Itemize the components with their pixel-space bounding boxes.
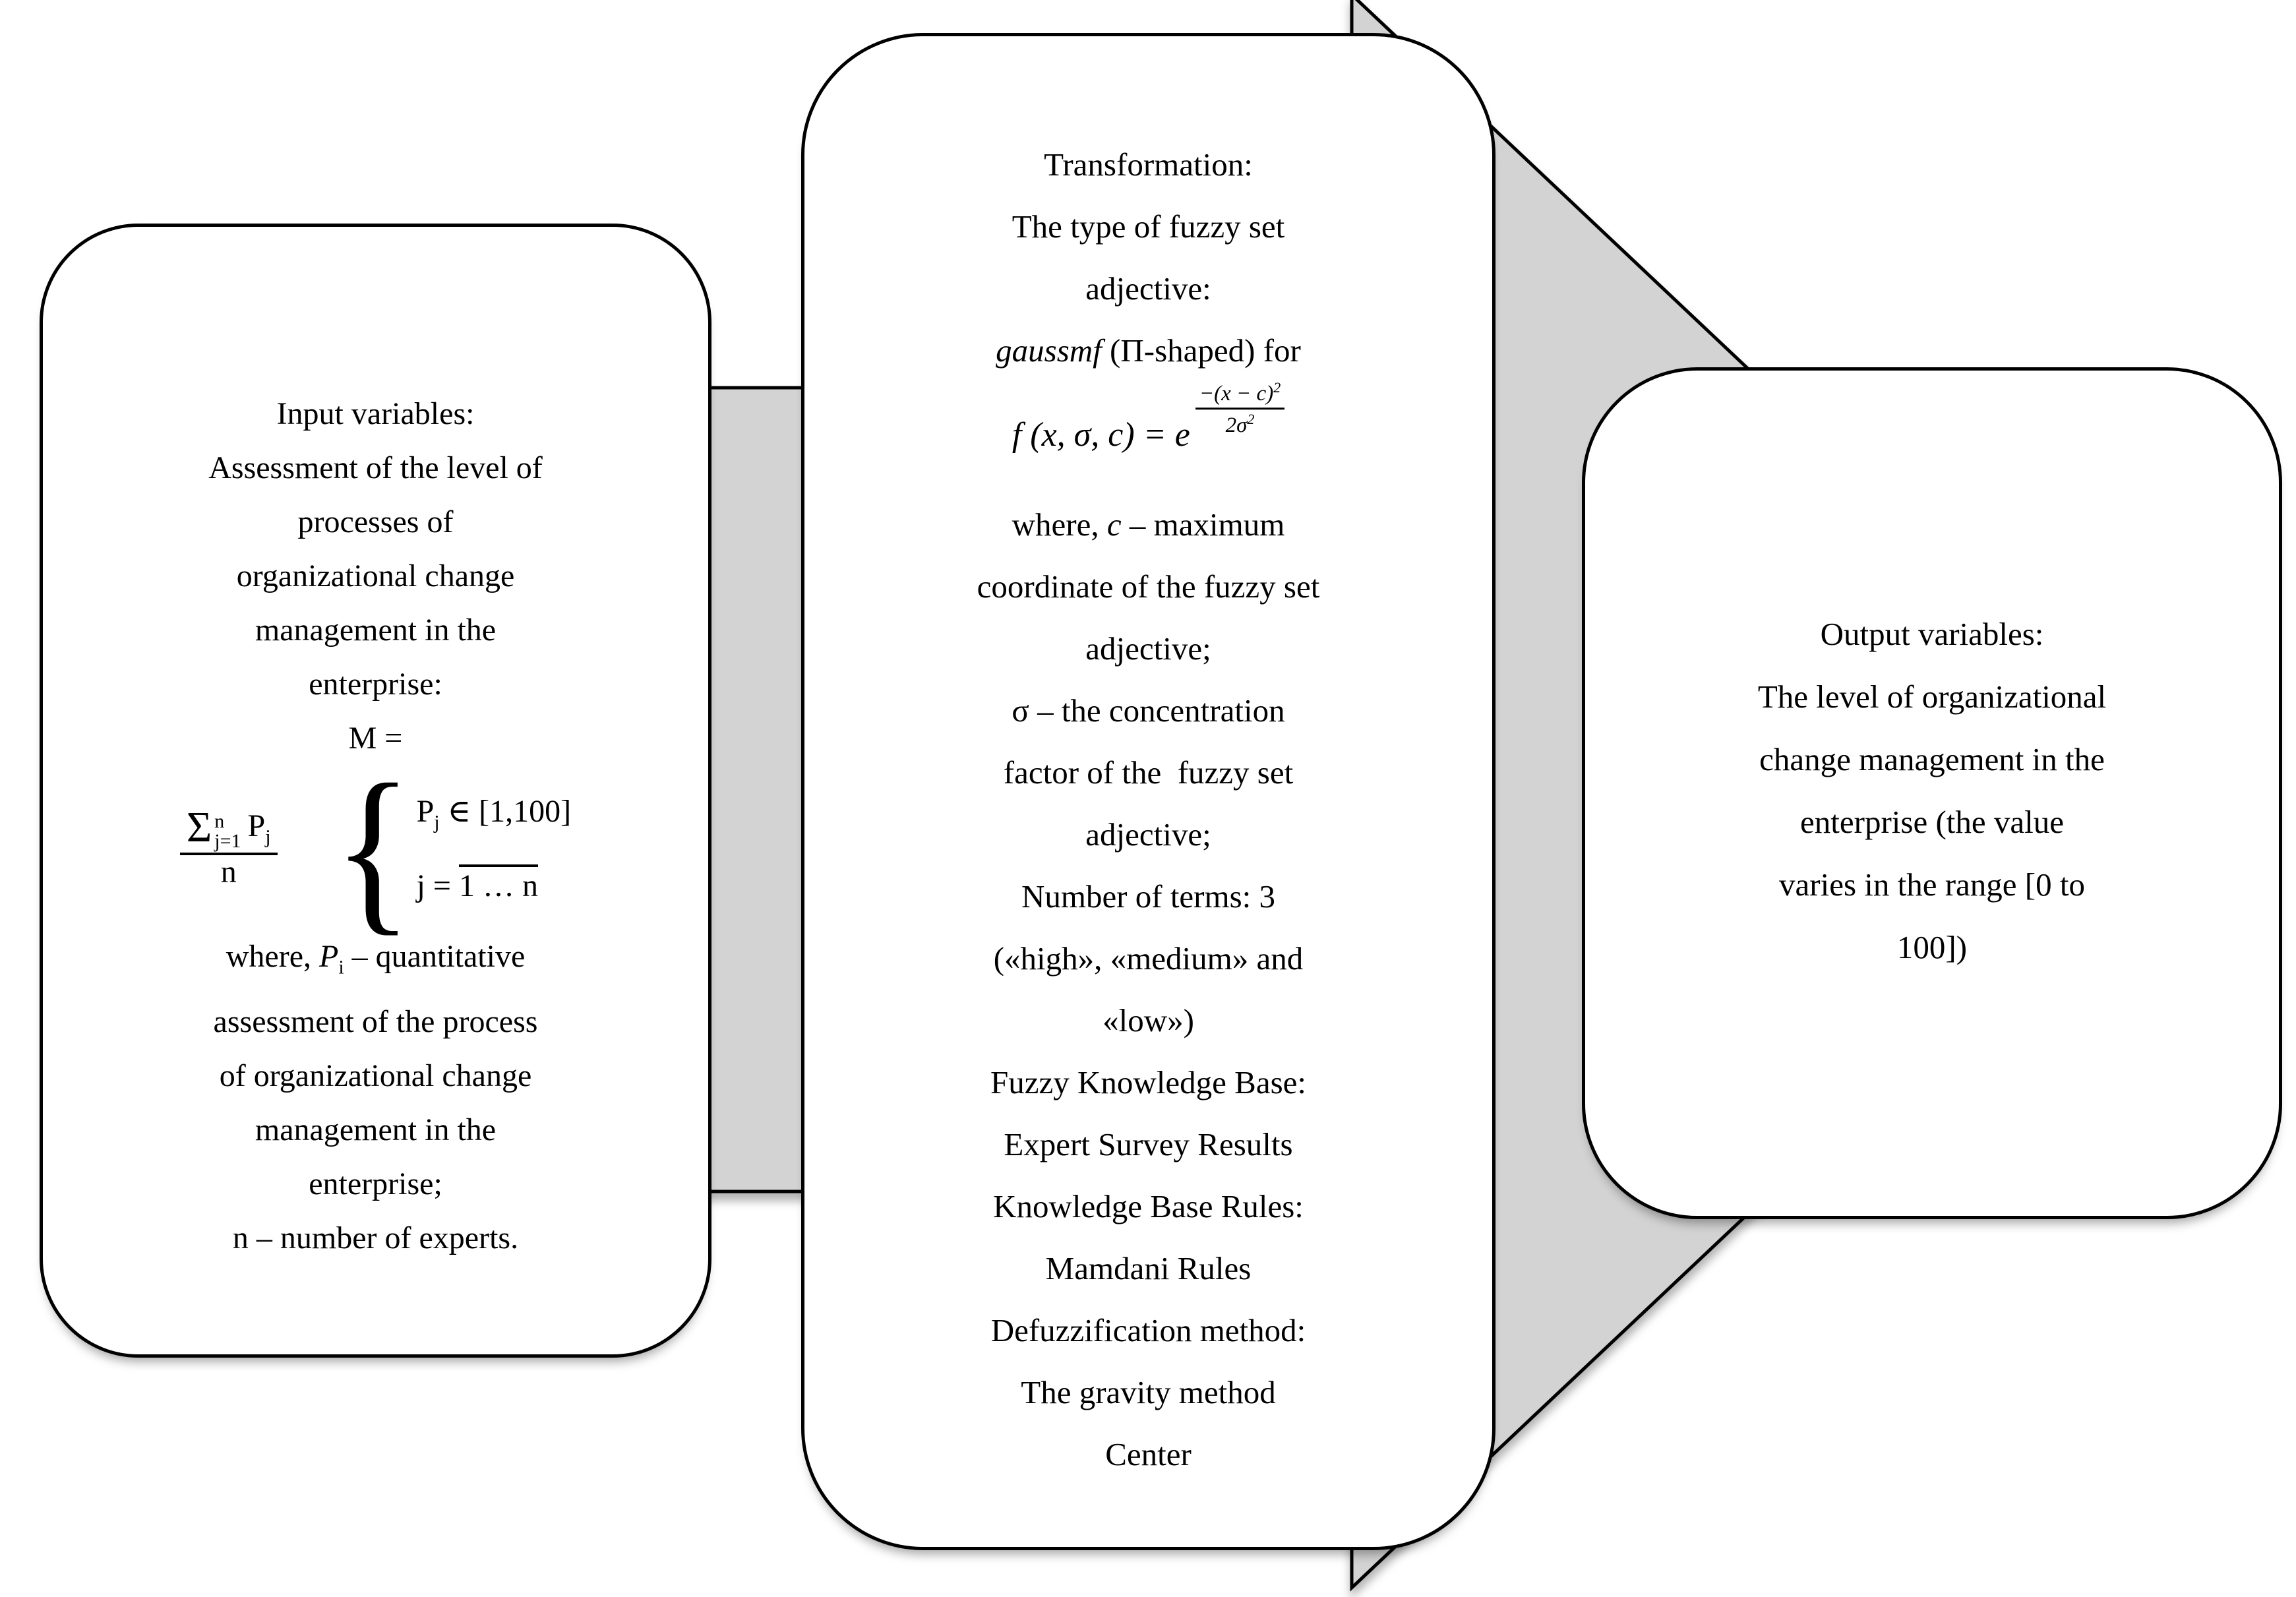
text-line: Mamdani Rules (1045, 1250, 1252, 1286)
text-line: management in the (255, 613, 497, 648)
text-line: 100]) (1896, 929, 1968, 965)
text-line: factor of the fuzzy set (1003, 754, 1294, 791)
text-line: The type of fuzzy set (1012, 208, 1285, 245)
gaussian-lhs: f (x, σ, c) = e (1012, 416, 1190, 454)
text-line: enterprise; (309, 1166, 442, 1201)
gaussmf-line: gaussmf (Π-shaped) for (996, 332, 1301, 369)
text-line: («high», «medium» and (993, 940, 1304, 977)
text-line: Fuzzy Knowledge Base: (990, 1064, 1306, 1100)
gaussian-formula: f (x, σ, c) = e −(x − c)2 2σ2 (804, 380, 1492, 485)
p-variable: P (319, 939, 339, 974)
text-line: enterprise: (309, 667, 442, 702)
text-line: management in the (255, 1112, 497, 1147)
input-lines-bottom: assessment of the process of organization… (43, 995, 708, 1265)
c-variable: c (1106, 506, 1122, 543)
output-lines: Output variables: The level of organizati… (1585, 603, 2279, 979)
fraction-denominator: n (220, 855, 237, 890)
text-line: adjective: (1085, 270, 1211, 307)
sigma-symbol: Σ (186, 803, 212, 852)
text-line: The gravity method (1021, 1374, 1276, 1410)
text-line: Number of terms: 3 (1021, 878, 1276, 915)
constraint-system: { Pj ∈ [1,100] j = 1 … n (334, 757, 572, 942)
constraint-variable-subscript: j (434, 811, 440, 833)
text-line: n – number of experts. (232, 1220, 519, 1255)
transformation-box: Transformation: The type of fuzzy set adje… (801, 33, 1495, 1550)
input-variables-text: Input variables: Assessment of the level … (43, 387, 708, 1265)
input-lines-top: Input variables: Assessment of the level … (43, 387, 708, 766)
output-variables-text: Output variables: The level of organizati… (1585, 603, 2279, 979)
text-line: change management in the (1759, 741, 2105, 777)
text-line: M = (348, 721, 403, 756)
p-variable-subscript: i (338, 956, 344, 979)
exponent-denominator: 2σ2 (1225, 410, 1255, 437)
constraint-index: j = 1 … n (417, 855, 538, 918)
text-line: adjective; (1085, 630, 1211, 667)
index-range-overline: 1 … n (459, 864, 538, 903)
text-line: enterprise (the value (1800, 804, 2064, 840)
text-line: Output variables: (1820, 616, 2044, 652)
curly-brace: { (333, 746, 413, 951)
constraints: Pj ∈ [1,100] j = 1 … n (416, 780, 572, 918)
text-line: «low») (1103, 1002, 1194, 1039)
text-line: Assessment of the level of (208, 450, 543, 485)
gaussian-exponent: −(x − c)2 2σ2 (1195, 378, 1285, 437)
text-line: Knowledge Base Rules: (993, 1188, 1304, 1224)
text-line: Input variables: (276, 396, 475, 431)
text-line: organizational change (236, 558, 515, 593)
numerator-variable-subscript: j (265, 826, 271, 848)
text-line: coordinate of the fuzzy set (977, 568, 1320, 605)
text-line: varies in the range [0 to (1779, 866, 2085, 903)
text-line: adjective; (1085, 816, 1211, 853)
numerator-variable: Pj (247, 808, 271, 848)
text-line: processes of (297, 504, 454, 539)
exponent-denominator-power: 2 (1247, 410, 1255, 427)
where-c-line: where, c – maximum (1012, 506, 1285, 543)
text-line: of organizational change (219, 1058, 532, 1093)
gaussmf-term: gaussmf (996, 332, 1102, 369)
output-variables-box: Output variables: The level of organizati… (1582, 367, 2282, 1219)
text-line: assessment of the process (213, 1004, 538, 1039)
exponent-numerator: −(x − c)2 (1195, 378, 1285, 409)
where-line: where, Pi – quantitative (226, 939, 526, 979)
input-variables-box: Input variables: Assessment of the level … (40, 224, 711, 1358)
transformation-text: Transformation: The type of fuzzy set adje… (804, 134, 1492, 1486)
text-line: Center (1105, 1436, 1192, 1472)
transformation-lines-top: Transformation: The type of fuzzy set adje… (804, 134, 1492, 320)
text-line: σ – the concentration (1012, 692, 1285, 729)
transformation-lines-bottom: coordinate of the fuzzy set adjective; σ –… (804, 556, 1492, 1486)
text-line: Defuzzification method: (990, 1312, 1306, 1348)
exponent-numerator-power: 2 (1273, 378, 1281, 396)
text-line: Expert Survey Results (1004, 1126, 1293, 1162)
sigma-upper-limit: n (214, 810, 225, 833)
constraint-domain: Pj ∈ [1,100] (416, 794, 572, 833)
text-line: Transformation: (1044, 146, 1253, 183)
sigma-lower-limit: j=1 (214, 830, 241, 853)
text-line: The level of organizational (1757, 678, 2107, 715)
